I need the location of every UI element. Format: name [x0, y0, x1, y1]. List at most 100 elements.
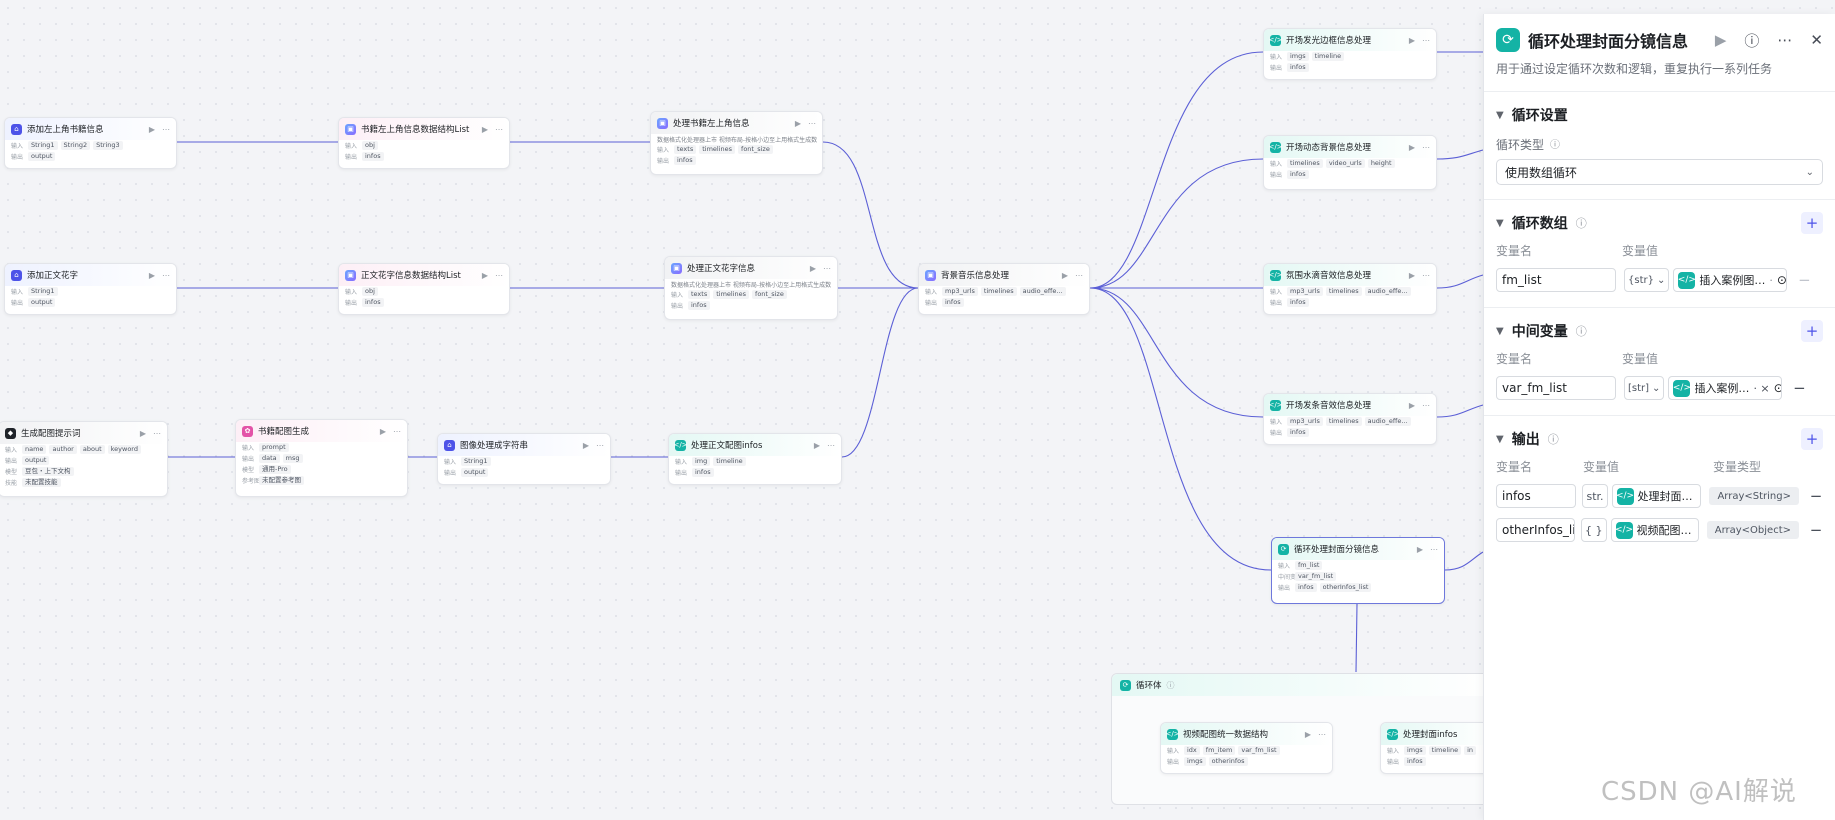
run-icon[interactable]: ▶	[1304, 729, 1311, 739]
node-process-book-info[interactable]: ▣处理书籍左上角信息▶⋯ 数据格式化处理器上市 视频布局-按格小边至上用格式生成…	[650, 111, 823, 175]
run-icon[interactable]: ▶	[379, 426, 386, 436]
remove-button[interactable]: −	[1798, 271, 1811, 289]
run-icon[interactable]: ▶	[809, 263, 816, 273]
run-icon[interactable]: ▶	[1061, 270, 1068, 280]
run-icon[interactable]: ▶	[1408, 142, 1415, 152]
loop-array-name-input[interactable]: fm_list	[1496, 268, 1616, 292]
run-icon[interactable]: ▶	[148, 270, 155, 280]
run-icon[interactable]: ▶	[1408, 400, 1415, 410]
remove-button[interactable]: −	[1793, 379, 1806, 397]
more-icon[interactable]: ⋯	[162, 270, 170, 280]
add-button[interactable]: +	[1801, 428, 1823, 450]
more-icon[interactable]: ⋯	[1422, 400, 1430, 410]
run-icon[interactable]: ▶	[481, 124, 488, 134]
run-icon[interactable]: ▶	[1714, 31, 1727, 49]
more-icon[interactable]: ⋯	[1422, 35, 1430, 45]
type-select[interactable]: {str}⌄	[1624, 268, 1670, 292]
run-icon[interactable]: ▶	[1416, 544, 1423, 554]
middle-var-name-input[interactable]: var_fm_list	[1496, 376, 1616, 400]
code-icon: </>	[1616, 487, 1634, 505]
variable-type-badge: Array<String>	[1709, 487, 1799, 505]
run-icon[interactable]: ▶	[139, 428, 146, 438]
plugin-icon: ⌂	[444, 439, 455, 451]
more-icon[interactable]: ⋯	[1777, 31, 1793, 49]
add-button[interactable]: +	[1801, 320, 1823, 342]
run-icon[interactable]: ▶	[794, 118, 801, 128]
run-icon[interactable]: ▶	[481, 270, 488, 280]
edge	[1089, 158, 1264, 289]
panel-title[interactable]: 循环处理封面分镜信息	[1528, 32, 1689, 51]
code-icon: </>	[1673, 379, 1691, 397]
code-icon: </>	[1678, 271, 1696, 289]
variable-ref-box[interactable]: </>插入案例图…·⊙	[1673, 268, 1788, 292]
remove-button[interactable]: −	[1809, 487, 1823, 505]
variable-ref-box[interactable]: </>处理封面…	[1611, 484, 1702, 508]
more-icon[interactable]: ⋯	[495, 124, 503, 134]
variable-ref-box[interactable]: </>插入案例…· ×⊙	[1668, 376, 1783, 400]
more-icon[interactable]: ⋯	[1422, 142, 1430, 152]
close-icon[interactable]: ✕	[1810, 31, 1823, 49]
run-icon[interactable]: ▶	[148, 124, 155, 134]
more-icon[interactable]: ⋯	[393, 426, 401, 436]
more-icon[interactable]: ⋯	[1075, 270, 1083, 280]
code-image-icon: ▣	[925, 269, 936, 281]
run-icon[interactable]: ▶	[1408, 270, 1415, 280]
run-icon[interactable]: ▶	[813, 440, 820, 450]
chevron-down-icon[interactable]: ▼	[1496, 217, 1504, 229]
target-icon[interactable]: ⊙	[1776, 273, 1787, 287]
more-icon[interactable]: ⋯	[1318, 729, 1326, 739]
add-button[interactable]: +	[1801, 212, 1823, 234]
more-icon[interactable]: ⋯	[1430, 544, 1438, 554]
more-icon[interactable]: ⋯	[495, 270, 503, 280]
target-icon[interactable]: ⊙	[1774, 381, 1782, 395]
loop-type-select[interactable]: 使用数组循环⌄	[1496, 159, 1823, 185]
chevron-down-icon: ⌄	[1805, 166, 1814, 178]
code-icon: </>	[1268, 269, 1283, 281]
code-image-icon: ▣	[671, 262, 682, 274]
variable-ref-box[interactable]: </>视频配图…	[1610, 518, 1699, 542]
chevron-down-icon[interactable]: ▼	[1496, 109, 1504, 121]
more-icon[interactable]: ⋯	[823, 263, 831, 273]
type-select[interactable]: { }	[1581, 518, 1607, 542]
more-icon[interactable]: ⋯	[596, 440, 604, 450]
edge	[841, 287, 919, 458]
output-name-input[interactable]: otherInfos_lis	[1496, 518, 1576, 542]
more-icon[interactable]: ⋯	[162, 124, 170, 134]
loop-icon: ⟳	[1278, 543, 1289, 555]
run-icon[interactable]: ▶	[1408, 35, 1415, 45]
run-icon[interactable]: ▶	[582, 440, 589, 450]
more-icon[interactable]: ⋯	[827, 440, 835, 450]
chevron-down-icon[interactable]: ▼	[1496, 325, 1504, 337]
type-select[interactable]: [str]⌄	[1624, 376, 1665, 400]
edge	[1089, 51, 1264, 289]
more-icon[interactable]: ⋯	[808, 118, 816, 128]
type-select[interactable]: str.	[1582, 484, 1608, 508]
more-icon[interactable]: ⋯	[1422, 270, 1430, 280]
help-icon[interactable]: ⓘ	[1744, 31, 1760, 50]
edge	[1355, 603, 1358, 673]
node-process-body-text[interactable]: ▣处理正文花字信息▶⋯ 数据格式化处理器上市 视频布局-按格小边至上用格式生成数…	[664, 256, 838, 320]
chevron-down-icon[interactable]: ▼	[1496, 433, 1504, 445]
output-name-input[interactable]: infos	[1496, 484, 1577, 508]
code-icon: </>	[673, 439, 688, 451]
more-icon[interactable]: ⋯	[153, 428, 161, 438]
remove-button[interactable]: −	[1809, 521, 1823, 539]
